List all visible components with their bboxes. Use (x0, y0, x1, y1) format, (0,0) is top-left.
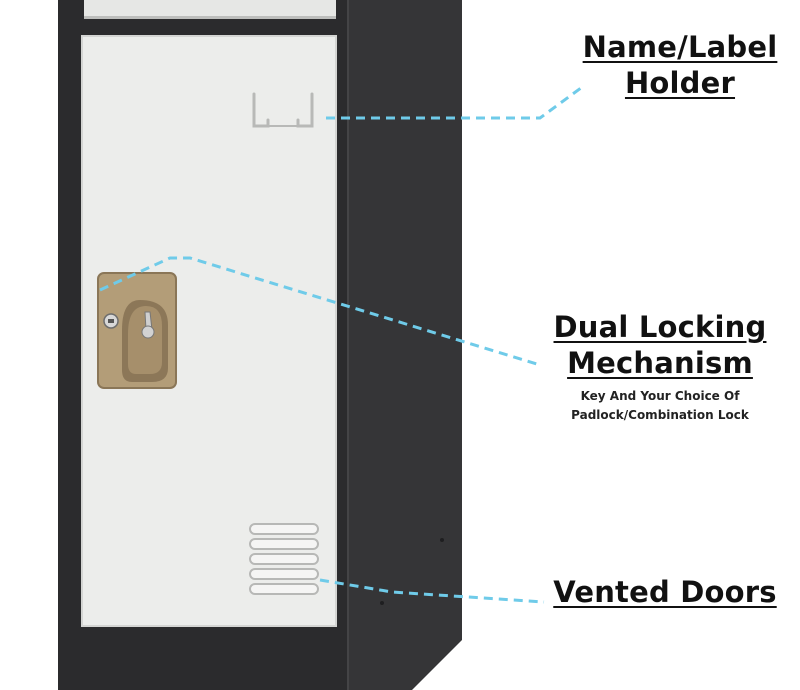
callout-name-label-line2: Holder (624, 66, 736, 100)
callout-dual-locking-line2: Mechanism (567, 346, 753, 380)
callout-vented: Vented Doors (540, 574, 790, 610)
callout-vented-line1: Vented Doors (553, 575, 777, 609)
callout-dual-locking: Dual Locking Mechanism Key And Your Choi… (540, 309, 780, 425)
leader-line-dual-locking (99, 256, 541, 367)
callout-name-label: Name/Label Holder (560, 29, 800, 101)
upper-door-edge (84, 0, 336, 18)
door-vents (249, 523, 319, 595)
leader-lines (99, 83, 586, 604)
callout-dual-locking-sub2: Padlock/Combination Lock (571, 408, 749, 422)
callout-dual-locking-line1: Dual Locking (553, 310, 767, 344)
callout-dual-locking-sub1: Key And Your Choice Of (580, 389, 740, 403)
locker-side-panel (338, 0, 462, 690)
lock-handle (97, 272, 177, 389)
callout-name-label-line1: Name/Label (582, 30, 778, 64)
leader-line-name-label (326, 83, 586, 120)
callout-dual-locking-desc: Key And Your Choice Of Padlock/Combinati… (540, 387, 780, 425)
label-holder (252, 92, 314, 128)
